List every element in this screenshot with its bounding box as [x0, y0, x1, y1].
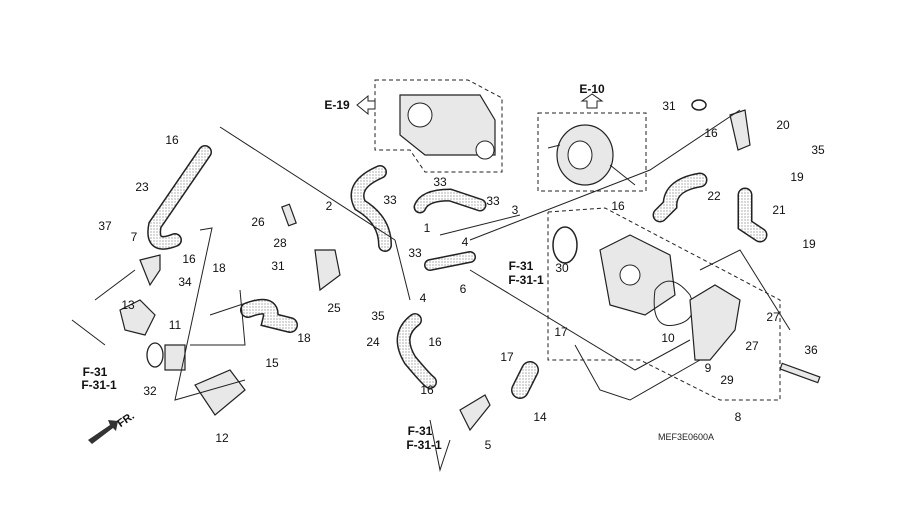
- throttle-body-box: [374, 79, 503, 173]
- callout-21: 21: [772, 203, 786, 217]
- small-parts: [119, 99, 821, 432]
- callout-26: 26: [251, 215, 265, 229]
- callout-19: 19: [790, 170, 804, 184]
- callout-23: 23: [135, 180, 149, 194]
- callout-37: 37: [98, 219, 112, 233]
- ref-f31-1-mid[interactable]: F-31-1: [406, 438, 442, 452]
- callout-16: 16: [428, 335, 442, 349]
- callout-19: 19: [802, 237, 816, 251]
- callout-16: 16: [704, 126, 718, 140]
- ref-f31-mid[interactable]: F-31: [407, 424, 433, 438]
- callout-16: 16: [182, 252, 196, 266]
- callout-34: 34: [178, 275, 192, 289]
- callout-18: 18: [212, 261, 226, 275]
- ref-f31-1-left[interactable]: F-31-1: [81, 378, 117, 392]
- callout-22: 22: [707, 189, 721, 203]
- callout-7: 7: [130, 230, 138, 244]
- callout-16: 16: [611, 199, 625, 213]
- callout-33: 33: [433, 175, 447, 189]
- ref-e10[interactable]: E-10: [579, 82, 605, 96]
- callout-11: 11: [168, 318, 182, 332]
- callout-6: 6: [459, 282, 467, 296]
- callout-10: 10: [661, 331, 675, 345]
- reference-arrows: [88, 93, 604, 444]
- oil-cooler-box: [537, 112, 647, 192]
- callout-20: 20: [776, 118, 790, 132]
- callout-35: 35: [811, 143, 825, 157]
- callout-31: 31: [271, 259, 285, 273]
- callout-4: 4: [419, 291, 427, 305]
- callout-1: 1: [423, 221, 431, 235]
- callout-3: 3: [511, 203, 519, 217]
- callout-27: 27: [766, 310, 780, 324]
- callout-36: 36: [804, 343, 818, 357]
- callout-35: 35: [371, 309, 385, 323]
- callout-12: 12: [215, 431, 229, 445]
- ref-f31-right[interactable]: F-31: [508, 259, 534, 273]
- callout-5: 5: [484, 438, 492, 452]
- callout-17: 17: [554, 325, 568, 339]
- callout-33: 33: [408, 246, 422, 260]
- callout-33: 33: [486, 194, 500, 208]
- water-pump-box: [547, 207, 781, 401]
- ref-e19[interactable]: E-19: [324, 98, 350, 112]
- callout-27: 27: [745, 339, 759, 353]
- ref-f31-1-right[interactable]: F-31-1: [508, 273, 544, 287]
- callout-13: 13: [121, 298, 135, 312]
- callout-17: 17: [500, 350, 514, 364]
- hoses: [147, 145, 768, 399]
- callout-31: 31: [662, 99, 676, 113]
- front-arrow-icon: [88, 420, 118, 444]
- leader-lines: [71, 109, 791, 472]
- callout-24: 24: [366, 335, 380, 349]
- ref-f31-left[interactable]: F-31: [82, 365, 108, 379]
- callout-16: 16: [420, 383, 434, 397]
- callout-29: 29: [720, 373, 734, 387]
- callout-9: 9: [704, 361, 712, 375]
- drawing-code: MEF3E0600A: [657, 432, 715, 442]
- callout-8: 8: [734, 410, 742, 424]
- callout-18: 18: [297, 331, 311, 345]
- callout-16: 16: [165, 133, 179, 147]
- callout-15: 15: [265, 356, 279, 370]
- callout-33: 33: [383, 193, 397, 207]
- callout-25: 25: [327, 301, 341, 315]
- callout-4: 4: [461, 235, 469, 249]
- callout-2: 2: [325, 199, 333, 213]
- callout-28: 28: [273, 236, 287, 250]
- callout-32: 32: [143, 384, 157, 398]
- callout-30: 30: [555, 261, 569, 275]
- callout-14: 14: [533, 410, 547, 424]
